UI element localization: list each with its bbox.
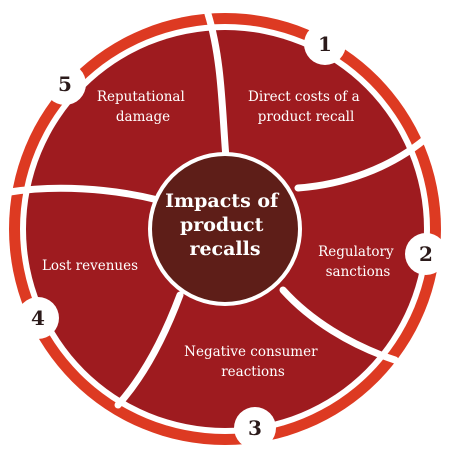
segment-3-label: Negative consumer reactions bbox=[184, 344, 322, 380]
badge-2-number: 2 bbox=[419, 242, 433, 266]
center-circle bbox=[148, 152, 302, 306]
segment-1-label: Direct costs of a product recall bbox=[248, 89, 364, 125]
badge-4-circle bbox=[17, 297, 59, 339]
segment-4-line-1: Lost revenues bbox=[42, 258, 138, 274]
badge-3-circle bbox=[234, 407, 276, 449]
divider-3-4 bbox=[114, 291, 184, 409]
segment-1-line-2: product recall bbox=[258, 109, 355, 125]
badge-2-circle bbox=[405, 233, 447, 275]
center-title: Impacts of product recalls bbox=[165, 190, 285, 260]
segment-5-label: Reputational damage bbox=[97, 89, 189, 125]
badge-5-number: 5 bbox=[58, 72, 72, 96]
badge-5-circle bbox=[44, 63, 86, 105]
segment-4-label: Lost revenues bbox=[42, 258, 138, 274]
badge-1-circle bbox=[304, 23, 346, 65]
divider-2-3 bbox=[279, 286, 399, 364]
segment-1-line-1: Direct costs of a bbox=[248, 89, 360, 105]
badge-1: 1 bbox=[304, 23, 346, 65]
center-title-line-2: product bbox=[180, 214, 264, 236]
segment-2-label: Regulatory sanctions bbox=[318, 244, 398, 280]
badge-4-number: 4 bbox=[31, 306, 45, 330]
segment-5-line-2: damage bbox=[116, 109, 170, 125]
center-title-line-1: Impacts of bbox=[165, 190, 280, 212]
segment-3-line-1: Negative consumer bbox=[184, 344, 318, 360]
segment-5-line-1: Reputational bbox=[97, 89, 185, 105]
badge-5: 5 bbox=[44, 63, 86, 105]
badge-2: 2 bbox=[405, 233, 447, 275]
divider-4-5 bbox=[6, 184, 162, 204]
badge-4: 4 bbox=[17, 297, 59, 339]
center-title-line-3: recalls bbox=[189, 238, 260, 260]
segment-2-line-1: Regulatory bbox=[318, 244, 394, 260]
badge-3-number: 3 bbox=[248, 416, 262, 440]
badge-1-number: 1 bbox=[318, 32, 332, 56]
divider-1-2 bbox=[294, 131, 434, 192]
badge-3: 3 bbox=[234, 407, 276, 449]
segment-2-line-2: sanctions bbox=[326, 264, 391, 280]
divider-5-1 bbox=[204, 10, 230, 162]
segment-3-line-2: reactions bbox=[221, 364, 285, 380]
